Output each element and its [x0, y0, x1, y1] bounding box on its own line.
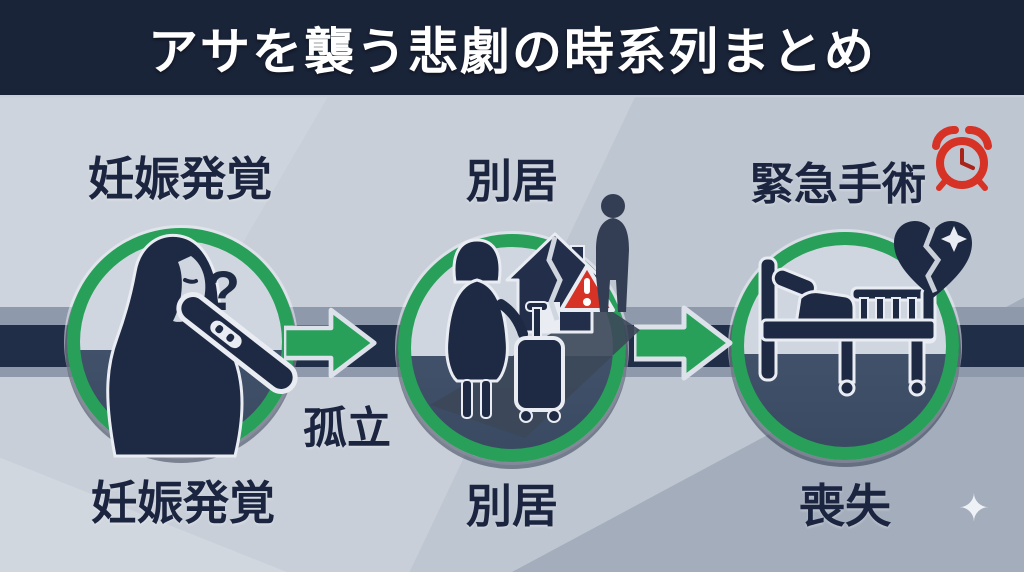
bed-leg: [908, 338, 926, 384]
step-3-bottom-label: 喪失: [799, 480, 891, 532]
page-title: アサを襲う悲劇の時系列まとめ: [148, 23, 876, 80]
woman-leaving-broken-home-icon: [430, 194, 640, 438]
alarm-clock-icon: [932, 126, 992, 191]
step-2-bottom-label: 別居: [466, 480, 558, 532]
green-arrow-icon: [284, 307, 377, 379]
step-2-top-label: 別居: [466, 155, 558, 207]
sparkle-icon: ✦: [958, 488, 990, 530]
green-arrow-icon: [634, 305, 733, 381]
step-3-top-label: 緊急手術: [750, 160, 926, 209]
bed-wheel: [838, 379, 856, 397]
header-bar: アサを襲う悲劇の時系列まとめ: [0, 0, 1024, 95]
broken-heart-icon: [894, 221, 972, 298]
step-1-bottom-label: 妊娠発覚: [91, 477, 275, 529]
bed-wheel: [908, 379, 926, 397]
pregnancy-test-discovery-icon: ?: [106, 233, 298, 458]
bed-platform: [760, 318, 937, 342]
man-silhouette: [596, 194, 629, 312]
step-1-top-label: 妊娠発覚: [88, 153, 272, 205]
isolation-label: 孤立: [303, 404, 391, 453]
bed-leg: [838, 338, 856, 384]
